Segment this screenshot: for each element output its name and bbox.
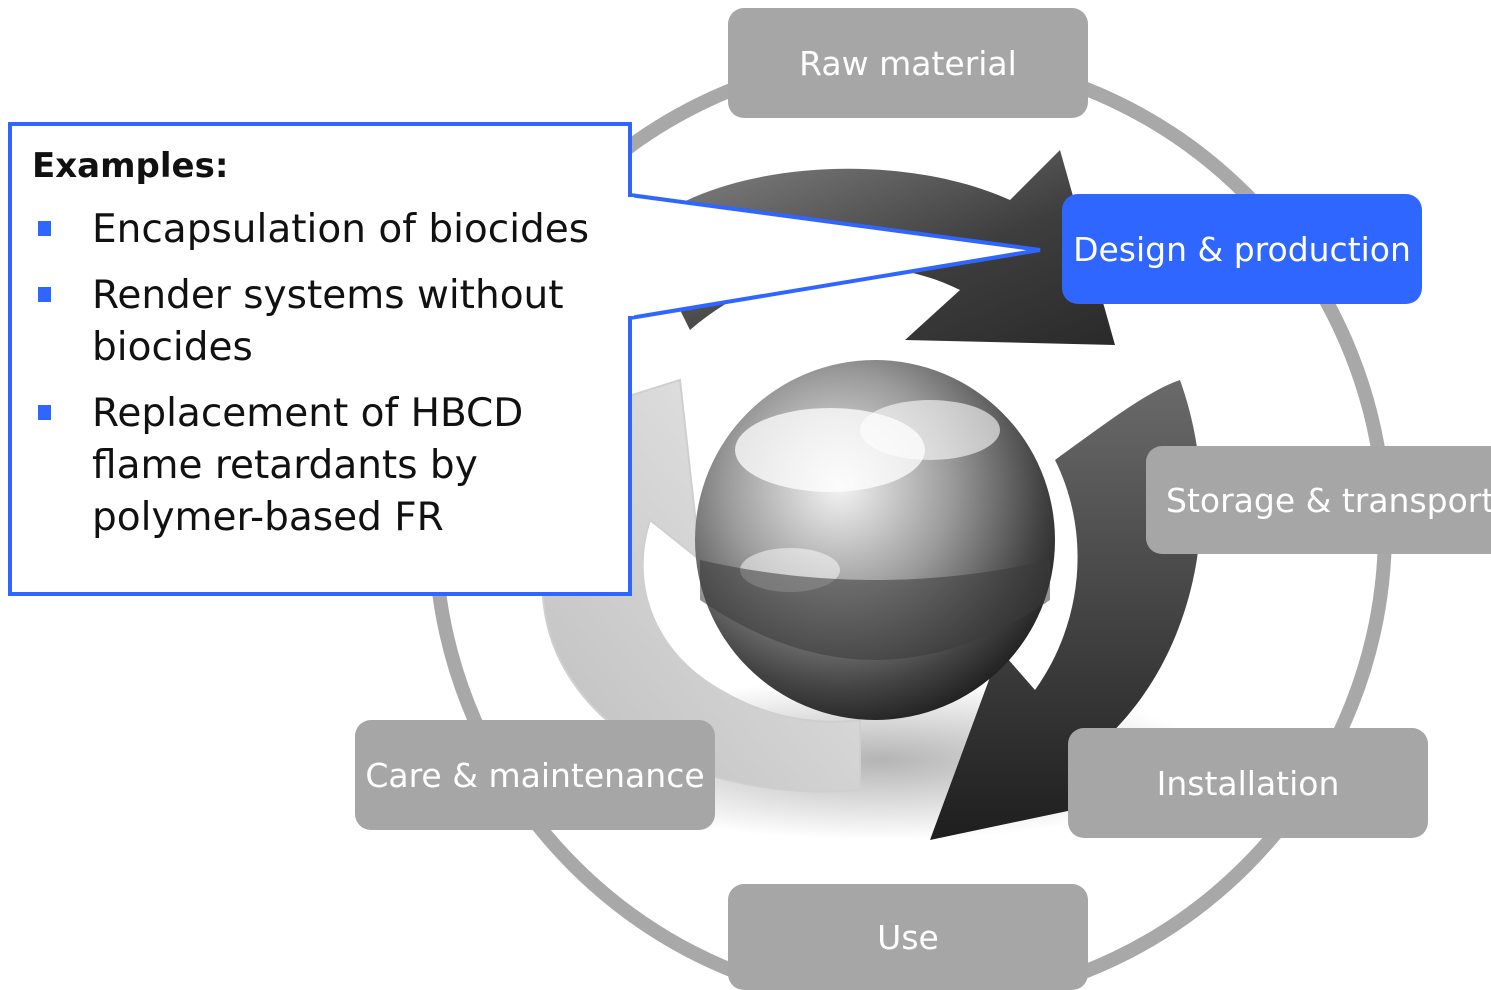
stage-raw-material-label: Raw material — [799, 43, 1017, 83]
callout-title: Examples: — [32, 146, 229, 186]
square-bullet-icon — [38, 221, 51, 236]
square-bullet-icon — [38, 405, 51, 420]
list-item: Encapsulation of biocides — [10, 204, 610, 256]
stage-use-label: Use — [877, 917, 939, 957]
list-item: Replacement of HBCD flame retardants by … — [10, 388, 610, 544]
callout-border — [8, 122, 632, 596]
stage-care-maintenance-label: Care & maintenance — [365, 755, 705, 795]
list-item-text: Replacement of HBCD flame retardants by … — [92, 391, 524, 540]
list-item-text: Render systems without biocides — [92, 273, 564, 370]
callout-pointer — [629, 193, 1041, 320]
stage-raw-material[interactable]: Raw material — [728, 8, 1088, 118]
stage-design-production[interactable]: Design & production — [1062, 194, 1422, 304]
examples-callout: Examples: Encapsulation of biocides Rend… — [10, 124, 630, 594]
list-item: Render systems without biocides — [10, 270, 610, 374]
list-item-text: Encapsulation of biocides — [92, 207, 590, 252]
stage-storage-transport-label: Storage & transport — [1166, 480, 1491, 520]
recycle-arrows-globe-picture — [517, 150, 1210, 840]
stage-storage-transport[interactable]: Storage & transport — [1146, 446, 1491, 554]
stage-care-maintenance[interactable]: Care & maintenance — [355, 720, 715, 830]
stage-design-production-label: Design & production — [1073, 229, 1411, 269]
stage-use[interactable]: Use — [728, 884, 1088, 990]
stage-installation-label: Installation — [1156, 763, 1340, 803]
examples-list: Encapsulation of biocides Render systems… — [10, 204, 610, 558]
stage-installation[interactable]: Installation — [1068, 728, 1428, 838]
square-bullet-icon — [38, 287, 51, 302]
